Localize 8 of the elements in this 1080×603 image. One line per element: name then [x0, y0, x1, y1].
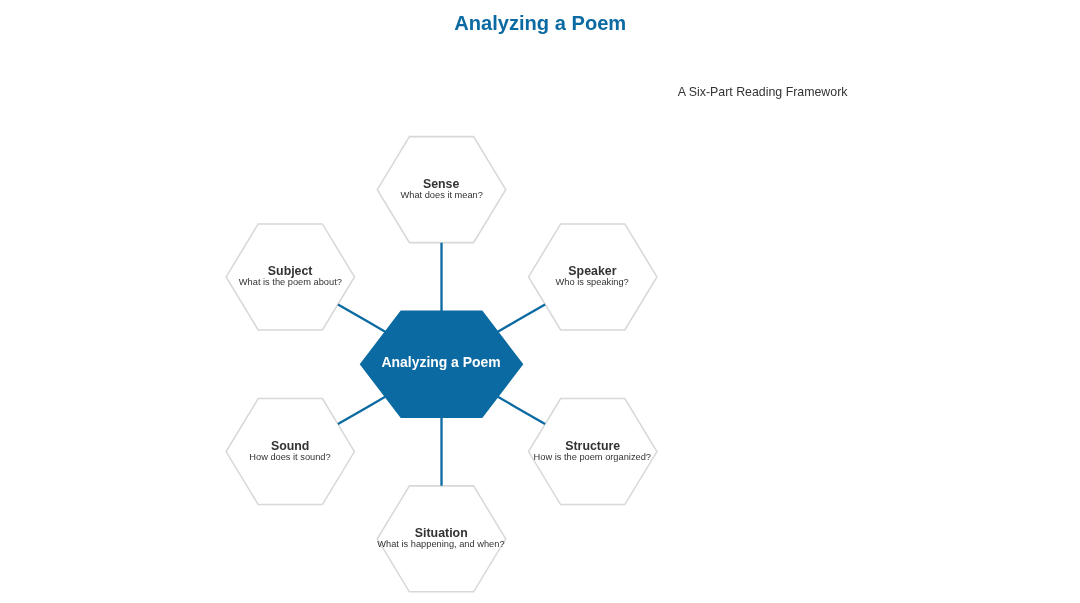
connector [496, 303, 546, 333]
connector [496, 395, 546, 425]
connector [336, 395, 386, 425]
connector [439, 242, 443, 312]
diagram-title: Analyzing a Poem [453, 11, 626, 34]
connector [336, 303, 386, 333]
label: A Six-Part Reading Framework [677, 84, 847, 99]
connector [439, 417, 443, 486]
